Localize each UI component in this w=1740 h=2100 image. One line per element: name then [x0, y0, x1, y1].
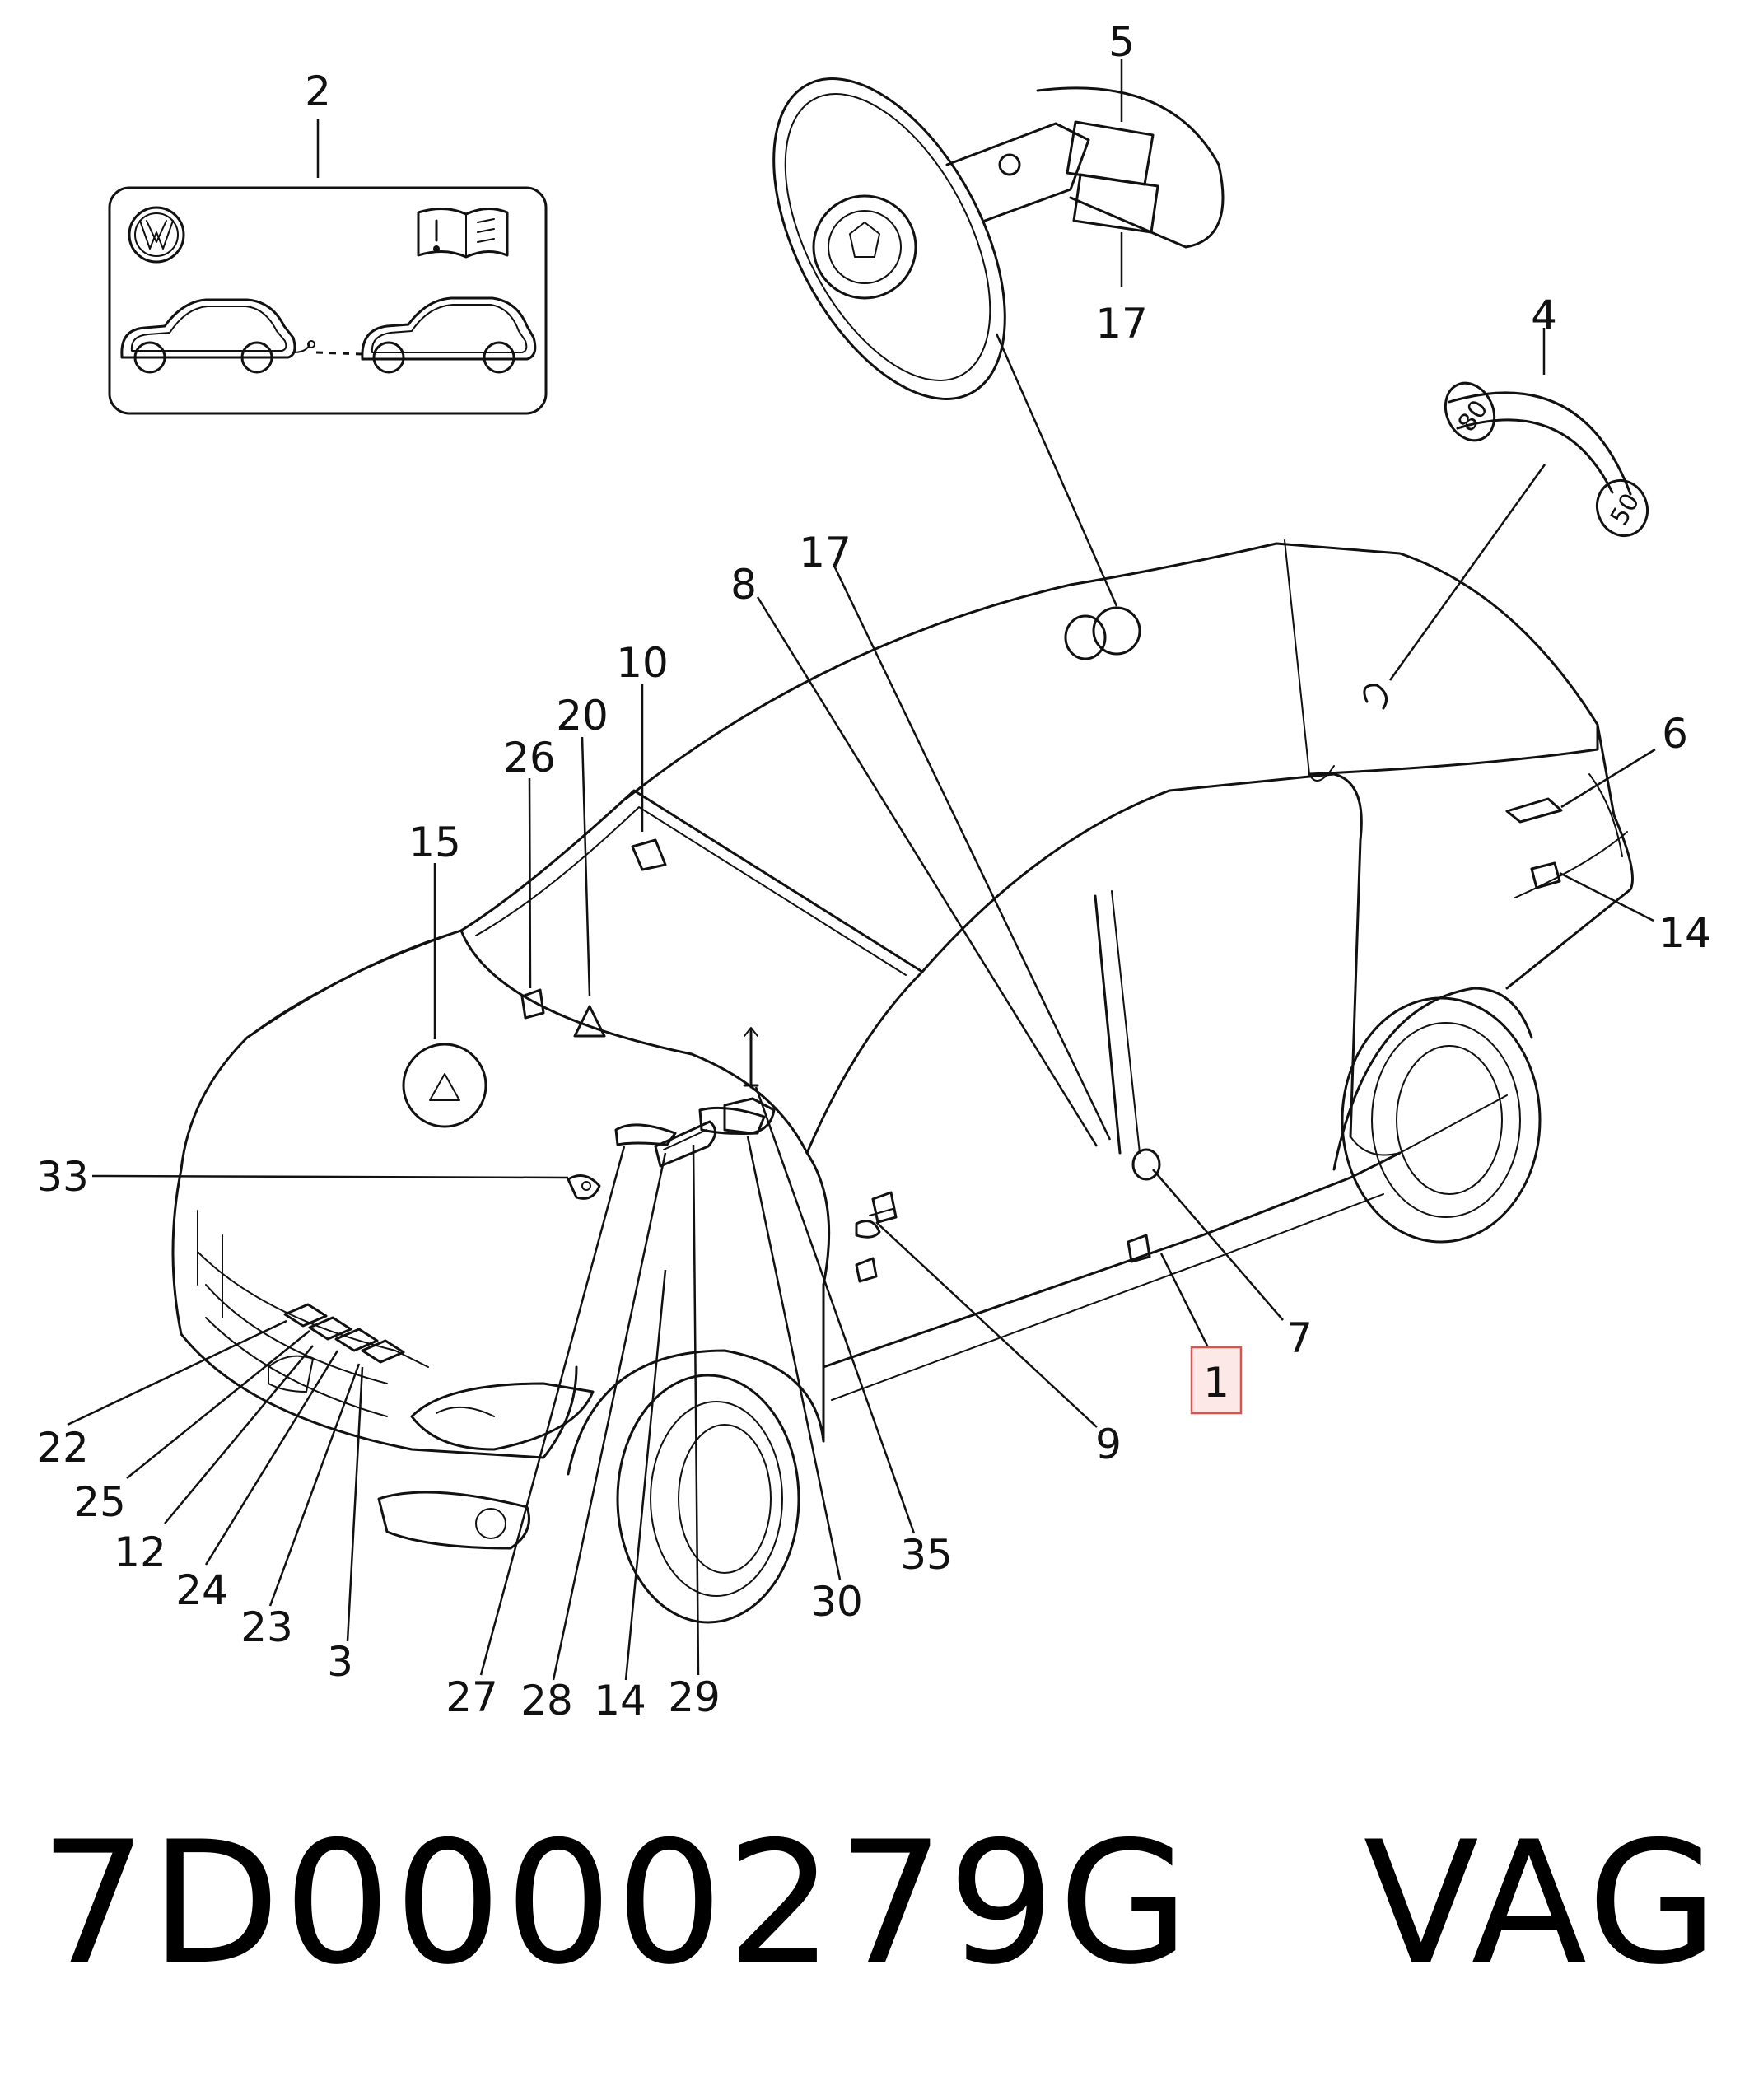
part-1-highlight-box [1192, 1347, 1241, 1413]
callout-14: 14 [1658, 909, 1711, 957]
callout-29: 29 [668, 1673, 721, 1721]
callout-6: 6 [1662, 710, 1688, 758]
tow-label-inset [108, 186, 548, 415]
callout-10: 10 [616, 639, 669, 687]
callout-30: 30 [810, 1578, 863, 1626]
callout-17: 17 [1095, 300, 1148, 348]
callout-14: 14 [594, 1677, 646, 1724]
callout-12: 12 [114, 1528, 166, 1576]
callout-9: 9 [1095, 1421, 1122, 1468]
callout-3: 3 [327, 1638, 353, 1686]
callout-5: 5 [1108, 18, 1135, 66]
callout-1: 1 [1203, 1359, 1229, 1407]
callout-24: 24 [175, 1566, 228, 1614]
callout-33: 33 [36, 1153, 89, 1201]
callout-23: 23 [240, 1603, 293, 1651]
callout-7: 7 [1286, 1314, 1313, 1362]
tow-cars-icon [120, 296, 537, 374]
callout-17: 17 [799, 529, 851, 576]
manual-warning-icon [417, 208, 509, 259]
warning-triangle-icon [429, 1073, 460, 1101]
warning-triangle-icon [573, 1005, 606, 1038]
part-markers [268, 606, 1563, 1393]
callout-15: 15 [408, 819, 461, 866]
leader-lines [67, 59, 1656, 1681]
part-1-highlight-border [1190, 1346, 1243, 1415]
callout-labels: 2 5 17 4 8 17 10 20 26 15 6 14 33 7 1 9 … [36, 18, 1711, 1724]
part-number-footer: 7D0000279G VAG [40, 1806, 1722, 2002]
callout-4: 4 [1531, 292, 1557, 339]
callout-35: 35 [900, 1531, 953, 1579]
callout-28: 28 [520, 1677, 573, 1724]
tire-sticker-right-value: 50 [1605, 488, 1645, 530]
vw-logo-icon [128, 206, 185, 264]
callout-26: 26 [503, 734, 556, 782]
callout-2: 2 [305, 68, 331, 115]
callout-25: 25 [73, 1478, 126, 1526]
callout-8: 8 [730, 561, 757, 609]
tire-sticker-left-value: 80 [1453, 395, 1495, 437]
callout-22: 22 [36, 1424, 89, 1472]
tire-pressure-sticker: 80 50 [1444, 381, 1649, 538]
fuel-flap-inset [772, 77, 1225, 400]
callout-27: 27 [445, 1673, 498, 1721]
car-body-outline [171, 539, 1634, 1624]
callout-20: 20 [556, 692, 609, 740]
